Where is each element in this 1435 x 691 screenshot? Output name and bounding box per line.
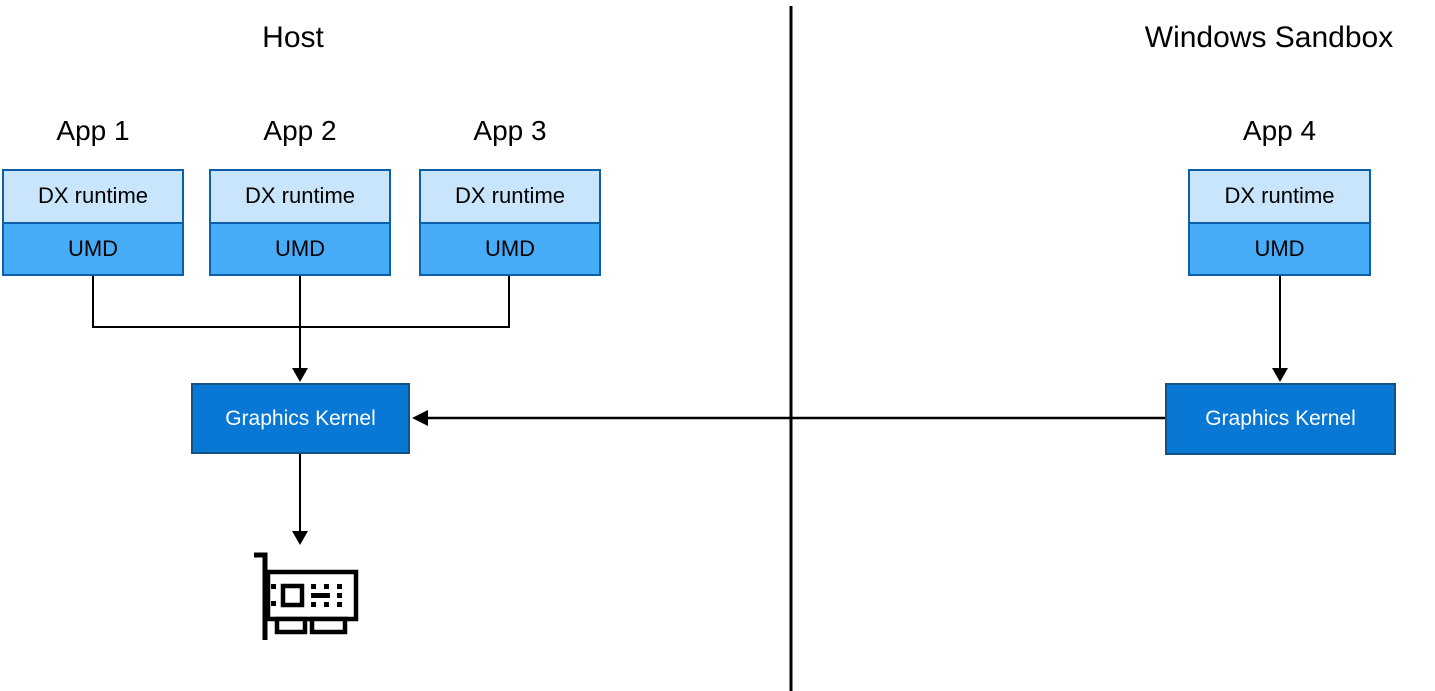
gpu-card-icon: [254, 552, 359, 640]
app4-umd-box: UMD: [1190, 223, 1369, 274]
app1-umd-box: UMD: [4, 223, 182, 274]
app4-dx-runtime-box: DX runtime: [1190, 171, 1369, 224]
host-graphics-kernel-box: Graphics Kernel: [191, 383, 410, 454]
app2-stack: DX runtime UMD: [209, 169, 391, 276]
gpu-chip: [280, 583, 305, 608]
arrowhead-into-host-kernel-from-sandbox: [412, 410, 428, 426]
app2-umd-box: UMD: [211, 223, 389, 274]
gpu-dot: [271, 584, 276, 589]
gpu-dot: [311, 602, 316, 607]
gpu-connector-tab-right: [309, 616, 348, 635]
app3-dx-runtime-box: DX runtime: [421, 171, 599, 224]
app2-dx-runtime-box: DX runtime: [211, 171, 389, 224]
app1-stack: DX runtime UMD: [2, 169, 184, 276]
app2-label: App 2: [263, 115, 337, 146]
gpu-connector-tab-left: [274, 616, 308, 635]
gpu-card-body: [265, 569, 359, 622]
gpu-dot: [337, 584, 342, 589]
app3-umd-box: UMD: [421, 223, 599, 274]
app3-label: App 3: [473, 115, 547, 146]
app3-stack: DX runtime UMD: [419, 169, 601, 276]
gpu-dot: [271, 601, 276, 606]
gpu-dot: [337, 593, 342, 598]
app4-stack: DX runtime UMD: [1188, 169, 1371, 276]
host-section-title: Host: [262, 21, 324, 54]
app1-dx-runtime-box: DX runtime: [4, 171, 182, 224]
gpu-dot: [337, 602, 342, 607]
gpu-dot: [324, 584, 329, 589]
gpu-pci-bracket: [254, 552, 268, 640]
app4-label: App 4: [1242, 115, 1317, 146]
arrowhead-into-sandbox-kernel: [1272, 368, 1288, 382]
sandbox-section-title: Windows Sandbox: [1144, 21, 1394, 54]
app1-label: App 1: [56, 115, 130, 146]
arrowhead-into-gpu: [292, 531, 308, 545]
arrowhead-into-host-kernel: [292, 368, 308, 382]
sandbox-graphics-kernel-box: Graphics Kernel: [1165, 383, 1396, 455]
gpu-dot: [311, 584, 316, 589]
gpu-dot: [324, 602, 329, 607]
gpu-bar: [311, 593, 330, 598]
